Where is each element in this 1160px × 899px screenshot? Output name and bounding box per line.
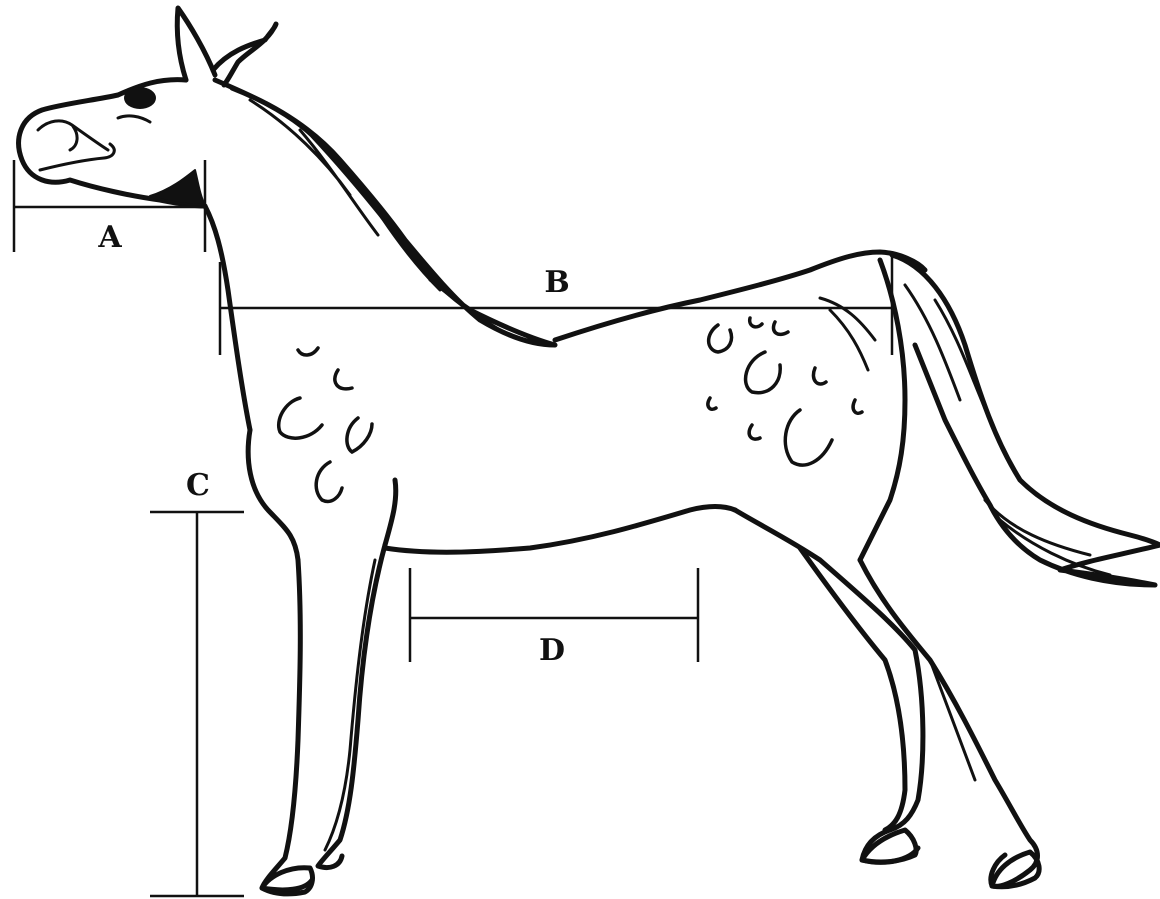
- horse-chest: [248, 430, 298, 560]
- measurement-a: A: [14, 160, 205, 255]
- horse-eye-lid: [118, 116, 150, 122]
- horse-front-leg-near: [318, 545, 385, 868]
- horse-ear-front: [177, 8, 215, 80]
- horse-mane-strands: [250, 100, 500, 330]
- horse-ear-back: [213, 24, 276, 85]
- horse-neck-front: [205, 206, 250, 430]
- horse-hind-leg-inner: [930, 660, 975, 780]
- measurement-b-label: B: [544, 265, 569, 300]
- horse-mane: [215, 80, 555, 345]
- horse-illustration: [19, 8, 1160, 894]
- horse-hind-hoof-a: [862, 830, 916, 862]
- horse-spots-rump: [708, 318, 862, 465]
- horse-elbow: [385, 480, 396, 545]
- measurement-d-label: D: [539, 633, 565, 668]
- horse-tail: [892, 255, 1160, 585]
- horse-back: [555, 252, 925, 340]
- horse-front-leg-far: [262, 560, 312, 890]
- measurement-a-label: A: [97, 220, 122, 255]
- measurement-c: C: [150, 468, 244, 896]
- horse-belly: [385, 507, 735, 553]
- measurement-d: D: [410, 568, 698, 668]
- horse-spots-shoulder: [279, 348, 372, 501]
- measurement-c-label: C: [186, 468, 210, 503]
- horse-eye: [124, 87, 156, 109]
- horse-nostril: [38, 121, 108, 150]
- horse-hindquarter: [860, 260, 905, 560]
